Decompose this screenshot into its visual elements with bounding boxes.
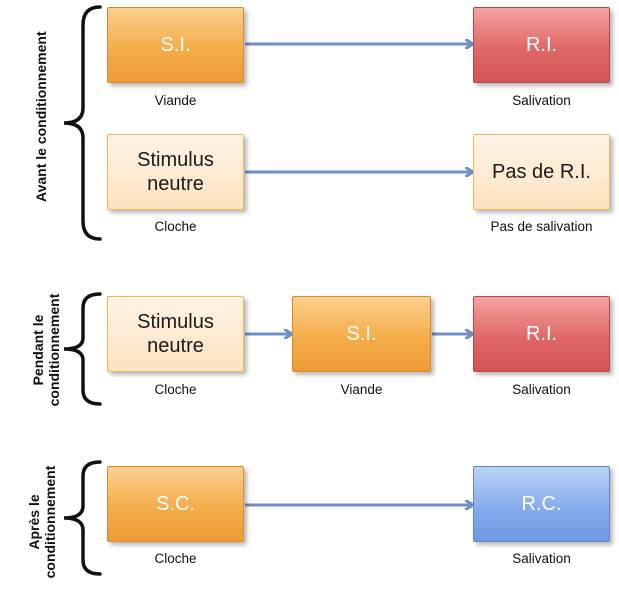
box-unconditioned-stimulus: S.I. <box>107 7 244 83</box>
caption-salivation: Salivation <box>512 93 571 108</box>
section-label-during-line2: conditionnement <box>46 293 63 407</box>
brace-after <box>63 460 102 576</box>
section-label-after-line1: Après le <box>26 494 42 550</box>
box-no-response-label: Pas de R.I. <box>492 161 591 183</box>
box-unconditioned-response-label: R.I. <box>525 34 558 56</box>
box-neutral-stimulus-during-line1: Stimulus <box>137 311 214 333</box>
box-unconditioned-response: R.I. <box>473 7 610 83</box>
section-label-during-line1: Pendant le <box>30 314 46 386</box>
box-conditioned-response-label: R.C. <box>521 493 562 515</box>
brace-before <box>63 5 102 241</box>
section-label-after-line2: conditionnement <box>42 465 59 579</box>
box-conditioned-stimulus: S.C. <box>107 466 244 542</box>
section-label-during: Pendant le conditionnement <box>30 290 70 410</box>
box-neutral-stimulus-during: Stimulus neutre <box>107 296 244 372</box>
section-label-after: Après le conditionnement <box>26 457 66 587</box>
box-unconditioned-stimulus-label: S.I. <box>160 34 191 56</box>
caption-cloche-after: Cloche <box>154 551 197 566</box>
caption-cloche: Cloche <box>154 219 197 234</box>
box-unconditioned-response-during-label: R.I. <box>525 323 558 345</box>
box-neutral-stimulus-line2: neutre <box>147 173 204 195</box>
section-label-before: Avant le conditionnement <box>33 31 49 202</box>
box-unconditioned-stimulus-during: S.I. <box>292 296 431 372</box>
caption-cloche-during: Cloche <box>154 382 197 397</box>
box-unconditioned-response-during: R.I. <box>473 296 610 372</box>
box-unconditioned-stimulus-during-label: S.I. <box>346 323 377 345</box>
box-no-response: Pas de R.I. <box>473 134 610 210</box>
caption-salivation-during: Salivation <box>512 382 571 397</box>
caption-viande-during: Viande <box>340 382 383 397</box>
box-neutral-stimulus-line1: Stimulus <box>137 149 214 171</box>
caption-salivation-after: Salivation <box>512 551 571 566</box>
caption-viande: Viande <box>154 93 197 108</box>
box-neutral-stimulus-during-line2: neutre <box>147 335 204 357</box>
caption-pas-de-salivation: Pas de salivation <box>490 219 593 234</box>
box-conditioned-response: R.C. <box>473 466 610 542</box>
box-conditioned-stimulus-label: S.C. <box>156 493 195 515</box>
box-neutral-stimulus: Stimulus neutre <box>107 134 244 210</box>
